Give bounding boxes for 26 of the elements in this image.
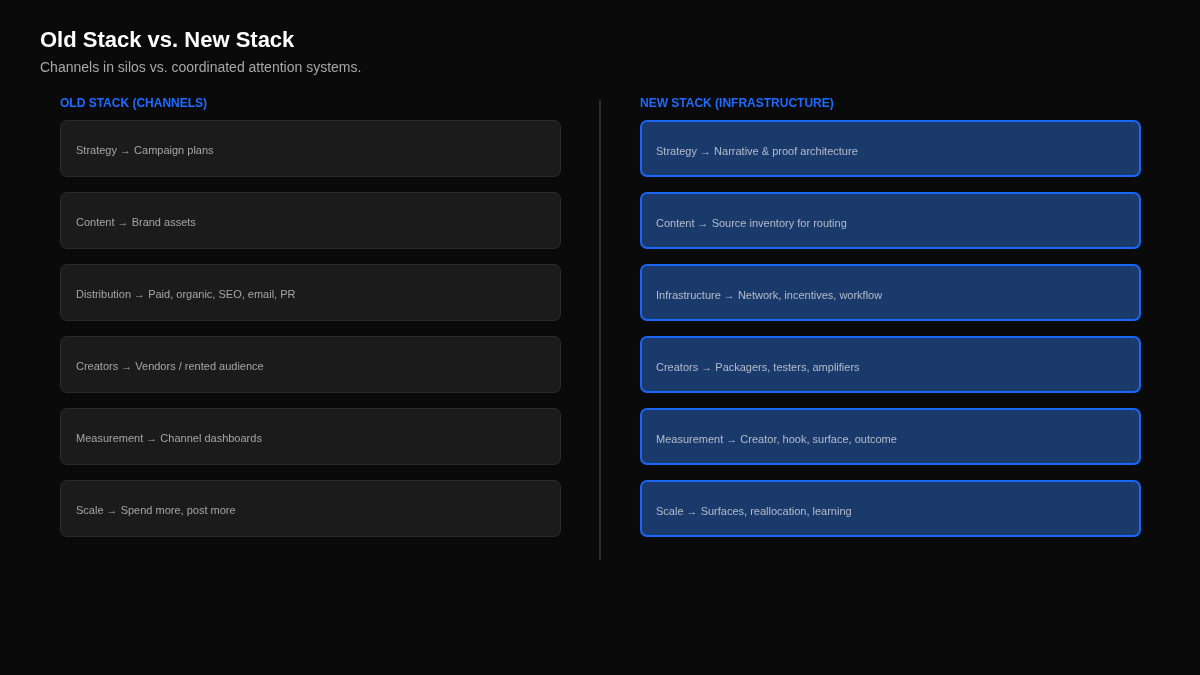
infrastructure-card [640, 336, 1141, 393]
card-text: Distribution → Paid, organic, SEO, email, PR [76, 288, 296, 300]
channel-card [60, 192, 561, 249]
channel-card [60, 408, 561, 465]
subtitle: Channels in silos vs. coordinated attention systems. [40, 59, 362, 75]
card-text: Measurement → Creator, hook, surface, outcome [656, 433, 897, 445]
infrastructure-card [640, 264, 1141, 321]
channel-card [60, 480, 561, 537]
channel-card [60, 120, 561, 177]
card-text: Strategy → Narrative & proof architecture [656, 145, 858, 157]
card-text: Creators → Packagers, testers, amplifiers [656, 361, 860, 373]
card-text: Scale → Surfaces, reallocation, learning [656, 505, 852, 517]
card-text: Strategy → Campaign plans [76, 144, 214, 156]
card-text: Creators → Vendors / rented audience [76, 360, 264, 372]
infrastructure-card [640, 480, 1141, 537]
card-text: Content → Source inventory for routing [656, 217, 847, 229]
card-text: Content → Brand assets [76, 216, 196, 228]
card-text: Measurement → Channel dashboards [76, 432, 262, 444]
infrastructure-card [640, 120, 1141, 177]
slide-title: Old Stack vs. New Stack [40, 27, 295, 53]
infrastructure-card [640, 192, 1141, 249]
card-text: Infrastructure → Network, incentives, workflow [656, 289, 883, 301]
infrastructure-card [640, 408, 1141, 465]
card-text: Scale → Spend more, post more [76, 504, 236, 516]
channel-card [60, 264, 561, 321]
channel-card [60, 336, 561, 393]
